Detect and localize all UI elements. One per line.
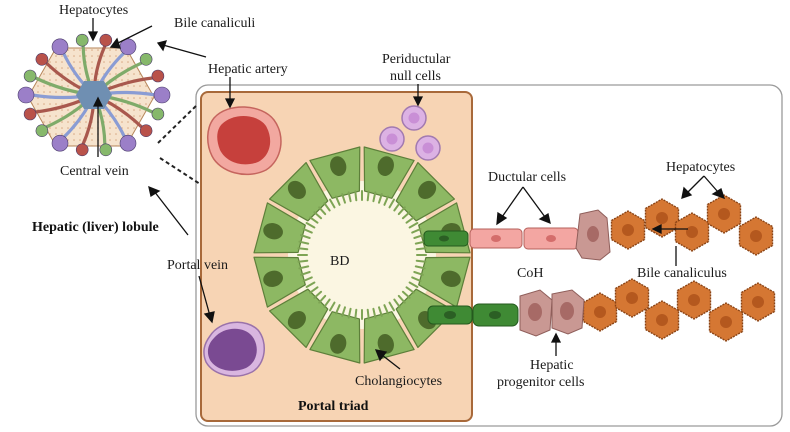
ductular-chain — [423, 209, 611, 337]
hepatocyte-nucleus — [626, 292, 638, 304]
label-coh: CoH — [517, 266, 543, 281]
cholangiocyte-ring — [253, 146, 471, 364]
hepatocyte-row-top — [610, 194, 774, 256]
microvilli — [297, 190, 427, 320]
cholangiocyte-nucleus — [263, 223, 283, 240]
label-lobule-title: Hepatic (liver) lobule — [32, 220, 159, 235]
label-ductular-cells: Ductular cells — [488, 170, 566, 185]
hepatocyte-nucleus — [686, 226, 698, 238]
central-vein-shape — [76, 81, 112, 109]
cholangiocyte-nucleus — [330, 156, 347, 176]
label-central-vein: Central vein — [60, 164, 129, 179]
cholangiocyte-nucleus — [377, 334, 394, 354]
zoom-line-top — [157, 103, 199, 144]
label-periductular: Periductular — [382, 52, 451, 67]
label-hepatocytes-lobule: Hepatocytes — [59, 3, 128, 18]
hepatocyte-nucleus — [688, 294, 700, 306]
label-bile-canaliculus: Bile canaliculus — [637, 266, 727, 281]
cholangiocyte-nucleus — [441, 270, 461, 287]
label-null-cells: null cells — [390, 69, 441, 84]
portal-vein — [203, 321, 265, 377]
lumen-core — [304, 197, 420, 313]
hepatocyte-nucleus — [594, 306, 606, 318]
cholangiocyte-nucleus — [287, 311, 306, 330]
hepatocyte-nucleus — [718, 208, 730, 220]
cholangiocyte-nucleus — [263, 270, 283, 287]
label-cholangiocytes: Cholangiocytes — [355, 374, 442, 389]
label-portal-vein: Portal vein — [167, 258, 228, 273]
label-bile-canaliculi: Bile canaliculi — [174, 16, 255, 31]
hepatocyte-nucleus — [750, 230, 762, 242]
label-hepatic-progenitor-2: progenitor cells — [497, 375, 584, 390]
label-hepatic-progenitor-1: Hepatic — [530, 358, 574, 373]
label-bd: BD — [330, 254, 349, 269]
cholangiocyte-nucleus — [377, 156, 394, 176]
periductular-null-cells — [379, 105, 441, 161]
label-hepatic-artery: Hepatic artery — [208, 62, 288, 77]
label-hepatocytes-right: Hepatocytes — [666, 160, 735, 175]
hepatic-artery — [207, 106, 282, 176]
hepatocyte-nucleus — [622, 224, 634, 236]
hepatocyte-nucleus — [656, 314, 668, 326]
hepatocyte-nucleus — [752, 296, 764, 308]
cholangiocyte-nucleus — [287, 180, 306, 199]
hepatocyte-row-bottom — [582, 278, 776, 342]
pointer-arrows — [87, 18, 726, 370]
cholangiocyte-nucleus — [330, 334, 347, 354]
hepatocyte-nucleus — [720, 316, 732, 328]
hepatic-lobule — [17, 33, 171, 157]
hepatocyte-nucleus — [656, 212, 668, 224]
label-portal-triad: Portal triad — [298, 399, 369, 414]
zoom-line-bottom — [159, 157, 201, 185]
cholangiocyte-nucleus — [418, 180, 437, 199]
